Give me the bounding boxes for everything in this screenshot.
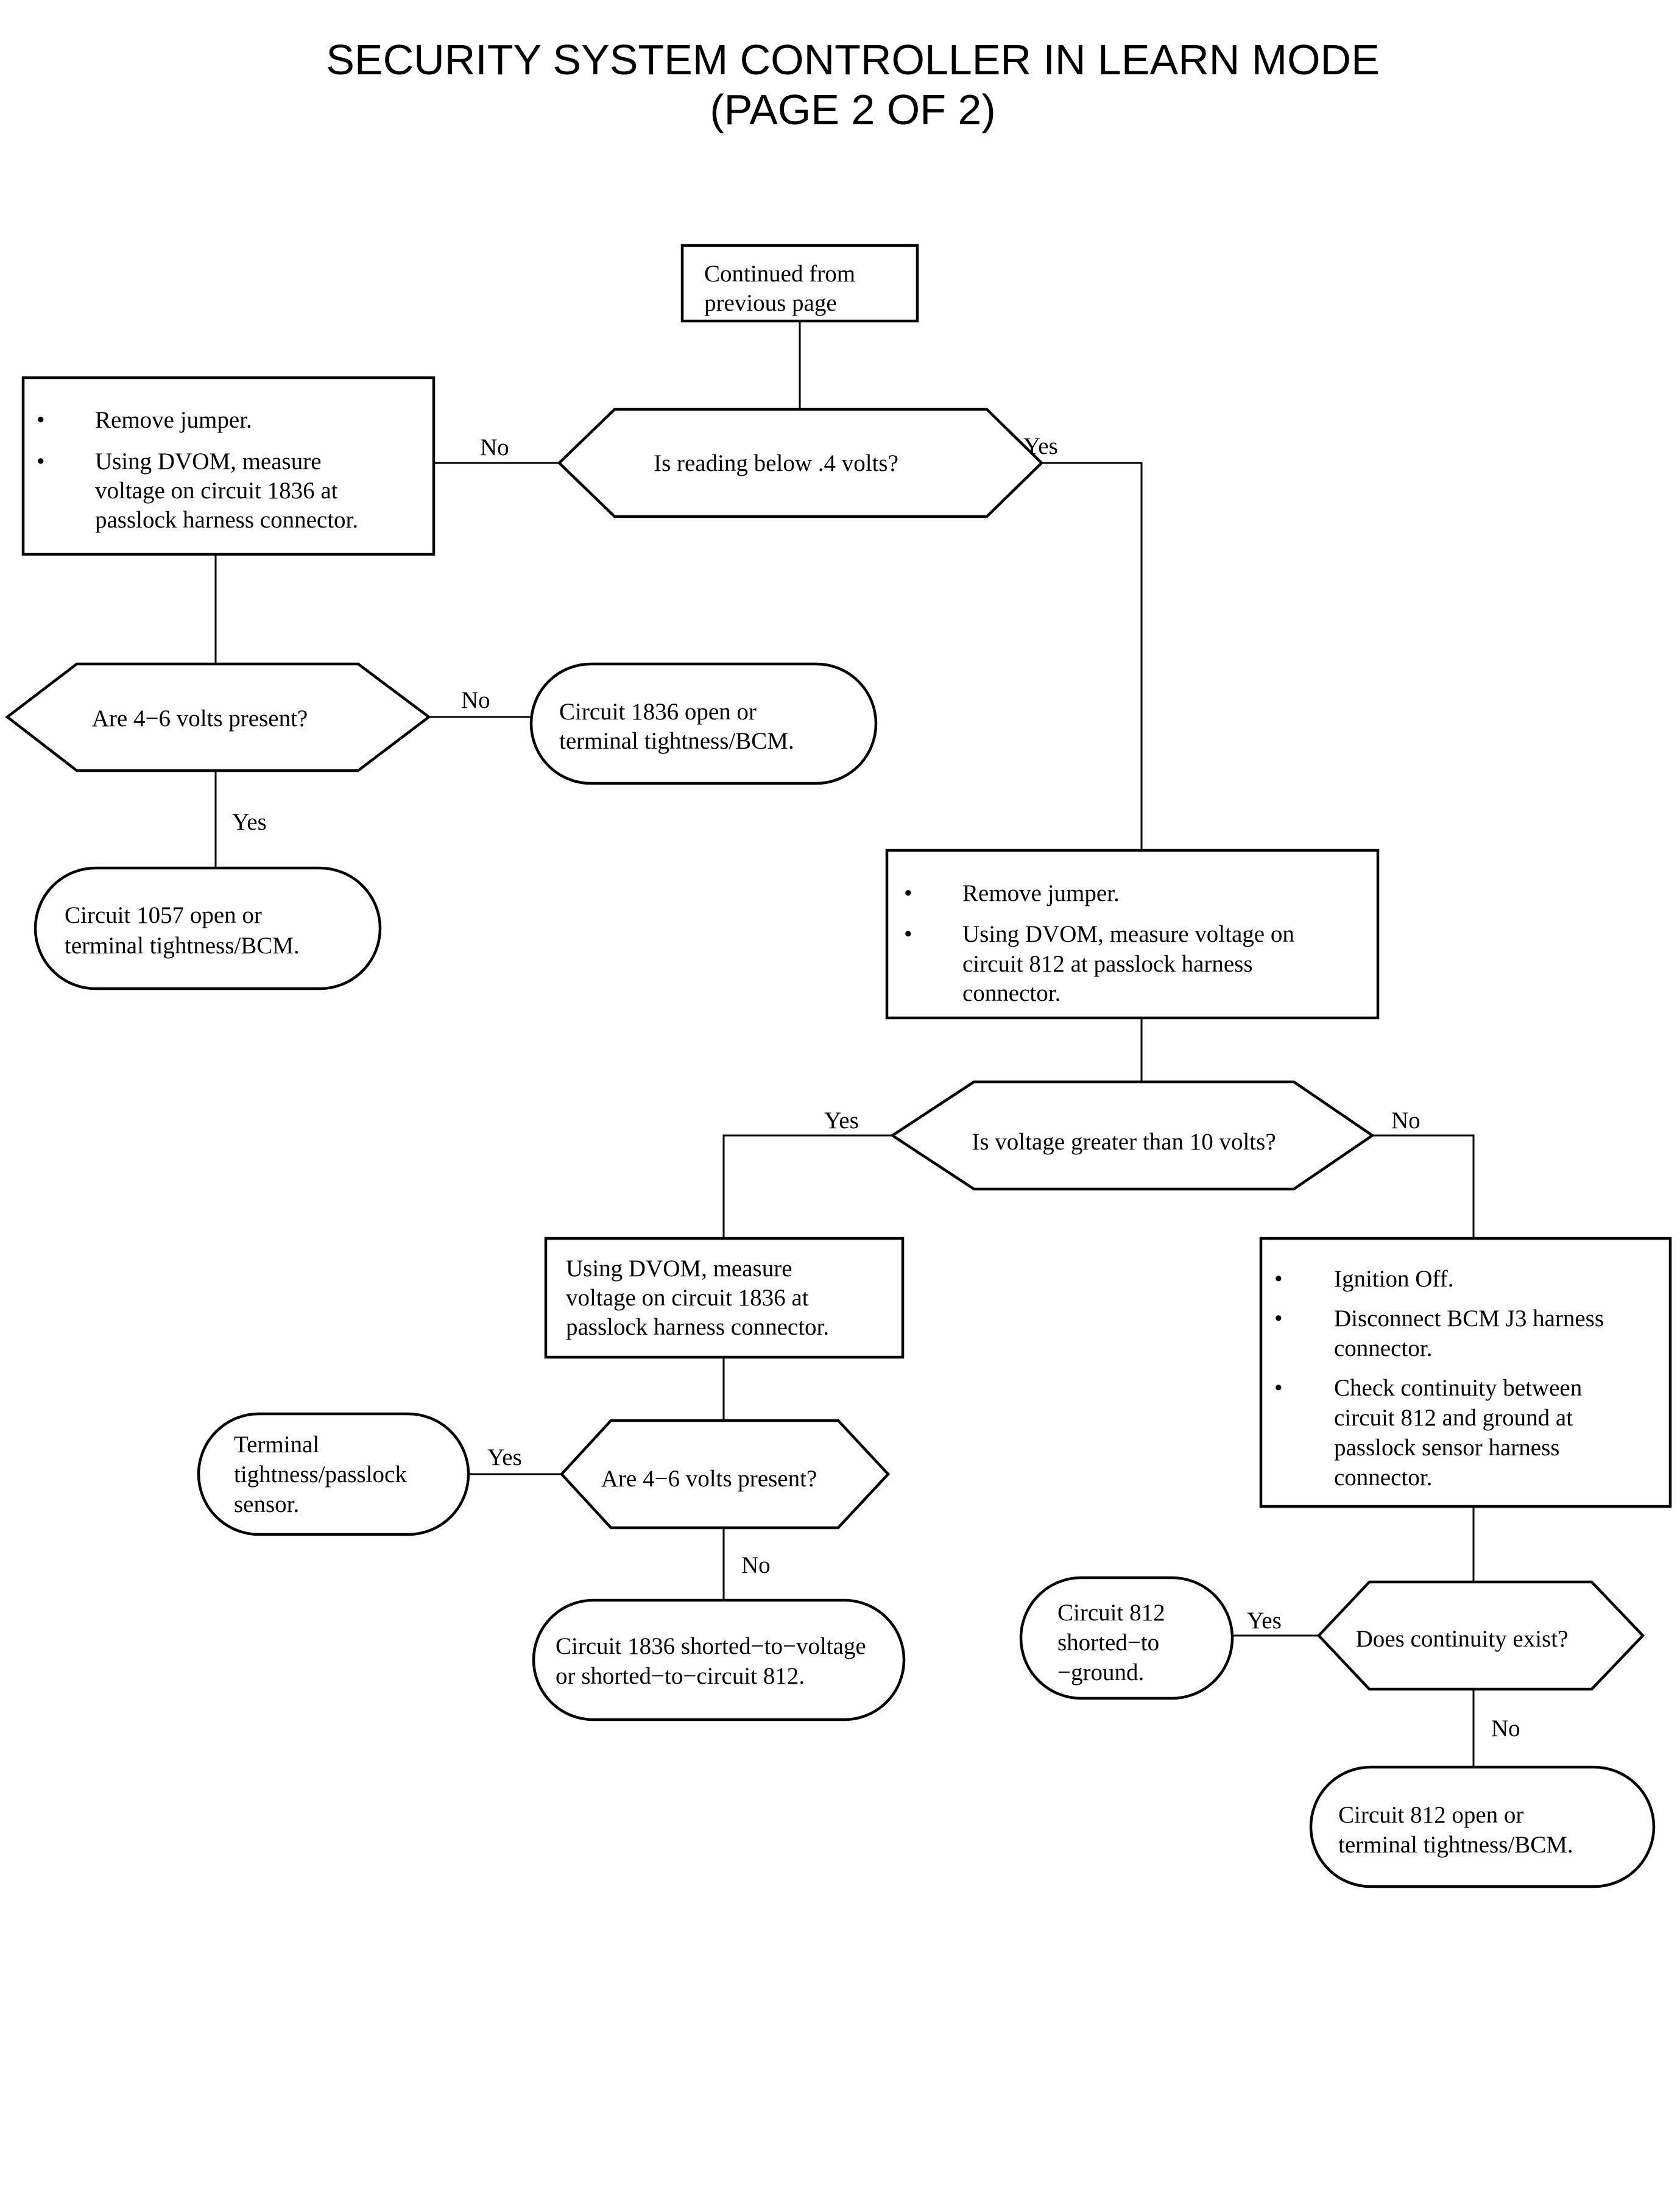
terminal-tightness-sensor-line-3: sensor. (234, 1491, 299, 1517)
process-measure-1836-bullet-1: • (37, 407, 45, 433)
terminal-1057-open-line-1: Circuit 1057 open or (65, 902, 262, 928)
process-measure-812-item-2-line-2: circuit 812 at passlock harness (962, 951, 1253, 977)
process-ignition-item-3-line-3: passlock sensor harness (1334, 1435, 1559, 1461)
start-box-line-2: previous page (704, 290, 837, 316)
label-q5-no: No (1491, 1715, 1520, 1742)
connector-q1-yes (1042, 462, 1143, 850)
title-line-2: (PAGE 2 OF 2) (710, 86, 995, 133)
process-measure-1836-item-2-line-3: passlock harness connector. (95, 507, 358, 533)
process-ignition-item-2-line-2: connector. (1334, 1335, 1432, 1361)
label-q2-no: No (461, 687, 490, 713)
terminal-tightness-sensor-line-2: tightness/passlock (234, 1461, 407, 1488)
process-measure-812-item-1: Remove jumper. (962, 880, 1120, 906)
decision-reading-below-04: Is reading below .4 volts? (557, 408, 1044, 518)
decision-greater-than-10-text: Is voltage greater than 10 volts? (972, 1129, 1276, 1155)
decision-4-6-volts-mid-text: Are 4−6 volts present? (601, 1466, 817, 1492)
process-measure-1836-b-line-3: passlock harness connector. (566, 1314, 829, 1340)
label-q3-no: No (1391, 1107, 1421, 1134)
decision-continuity-text: Does continuity exist? (1356, 1626, 1569, 1652)
process-ignition-item-1: Ignition Off. (1334, 1266, 1453, 1292)
process-measure-812-bullet-2: • (904, 921, 912, 947)
terminal-1836-shorted-line-2: or shorted−to−circuit 812. (556, 1663, 805, 1689)
terminal-1836-open-line-2: terminal tightness/BCM. (559, 728, 794, 754)
terminal-812-shorted-line-1: Circuit 812 (1057, 1600, 1165, 1626)
decision-reading-below-04-text: Is reading below .4 volts? (654, 450, 898, 476)
terminal-1836-open-line-1: Circuit 1836 open or (559, 699, 757, 725)
process-ignition-item-2-line-1: Disconnect BCM J3 harness (1334, 1305, 1604, 1332)
connector-q3-yes (722, 1134, 892, 1238)
label-q5-yes: Yes (1247, 1608, 1282, 1634)
terminal-812-open-line-1: Circuit 812 open or (1338, 1802, 1523, 1828)
process-ignition-bullet-1: • (1274, 1266, 1283, 1292)
title-line-1: SECURITY SYSTEM CONTROLLER IN LEARN MODE (326, 36, 1380, 83)
process-measure-1836-bullet-2: • (37, 448, 45, 475)
decision-4-6-volts-left: Are 4−6 volts present? (5, 662, 431, 772)
terminal-1836-shorted: Circuit 1836 shorted−to−voltage or short… (532, 1598, 906, 1721)
process-ignition-item-3-line-1: Check continuity between (1334, 1375, 1582, 1401)
process-ignition-bullet-3: • (1274, 1375, 1283, 1401)
process-measure-1836-item-2-line-2: voltage on circuit 1836 at (95, 478, 338, 504)
label-q1-no: No (480, 434, 509, 461)
start-box-line-1: Continued from (704, 261, 855, 287)
terminal-1836-open: Circuit 1836 open or terminal tightness/… (529, 662, 878, 785)
terminal-1057-open-line-2: terminal tightness/BCM. (65, 933, 300, 959)
process-measure-812-item-2-line-3: connector. (962, 980, 1061, 1006)
process-measure-812: • Remove jumper. • Using DVOM, measure v… (885, 849, 1380, 1020)
terminal-1057-open: Circuit 1057 open or terminal tightness/… (34, 866, 382, 990)
process-ignition-item-3-line-4: connector. (1334, 1464, 1432, 1491)
process-measure-812-item-2-line-1: Using DVOM, measure voltage on (962, 921, 1294, 947)
connectors (214, 321, 1475, 1767)
start-box: Continued from previous page (680, 244, 919, 323)
terminal-812-shorted: Circuit 812 shorted−to −ground. (1019, 1576, 1234, 1700)
process-measure-1836-b-line-1: Using DVOM, measure (566, 1255, 792, 1282)
decision-4-6-volts-mid: Are 4−6 volts present? (559, 1419, 891, 1530)
label-q4-yes: Yes (487, 1444, 522, 1470)
process-ignition-continuity: • Ignition Off. • Disconnect BCM J3 harn… (1259, 1237, 1672, 1508)
terminal-812-open: Circuit 812 open or terminal tightness/B… (1309, 1765, 1656, 1888)
process-measure-1836-item-2-line-1: Using DVOM, measure (95, 448, 322, 475)
label-q3-yes: Yes (824, 1107, 859, 1134)
process-measure-1836-item-1: Remove jumper. (95, 407, 252, 433)
process-measure-1836: • Remove jumper. • Using DVOM, measure v… (21, 376, 436, 556)
decision-4-6-volts-left-text: Are 4−6 volts present? (92, 705, 308, 732)
label-q4-no: No (741, 1552, 771, 1578)
label-q2-yes: Yes (232, 809, 267, 835)
process-ignition-bullet-2: • (1274, 1305, 1283, 1332)
terminal-812-shorted-line-2: shorted−to (1057, 1629, 1159, 1656)
terminal-812-shorted-line-3: −ground. (1057, 1659, 1144, 1686)
terminal-tightness-sensor-line-1: Terminal (234, 1432, 319, 1458)
decision-greater-than-10: Is voltage greater than 10 volts? (889, 1080, 1375, 1191)
terminal-tightness-sensor: Terminal tightness/passlock sensor. (197, 1412, 470, 1536)
process-ignition-item-3-line-2: circuit 812 and ground at (1334, 1405, 1573, 1431)
process-measure-1836-b-line-2: voltage on circuit 1836 at (566, 1285, 809, 1311)
decision-continuity: Does continuity exist? (1316, 1580, 1645, 1691)
process-measure-1836-b: Using DVOM, measure voltage on circuit 1… (544, 1237, 905, 1359)
connector-q3-no (1372, 1134, 1475, 1238)
terminal-1836-shorted-line-1: Circuit 1836 shorted−to−voltage (556, 1633, 866, 1659)
process-measure-812-bullet-1: • (904, 880, 912, 906)
terminal-812-open-line-2: terminal tightness/BCM. (1338, 1832, 1573, 1858)
